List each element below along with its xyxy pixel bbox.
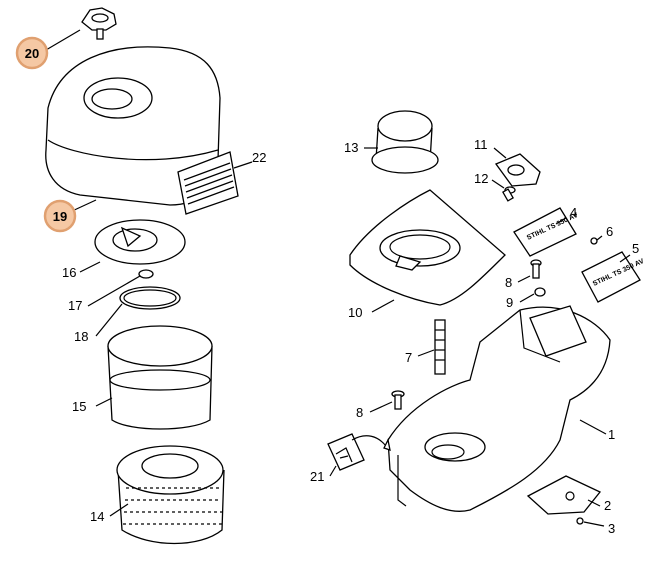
callout-17: 17 bbox=[68, 298, 82, 313]
housing-1-part bbox=[387, 305, 611, 512]
small-ring-part bbox=[138, 269, 154, 279]
callout-5: 5 bbox=[632, 241, 639, 256]
callout-16: 16 bbox=[62, 265, 76, 280]
callout-21: 21 bbox=[310, 469, 324, 484]
grille-decal-part bbox=[177, 151, 239, 215]
warning-decal-21-part bbox=[327, 433, 391, 471]
filter-plate-part bbox=[94, 219, 186, 265]
main-filter-part bbox=[116, 445, 225, 545]
callout-11: 11 bbox=[474, 137, 488, 152]
callout-8a: 8 bbox=[505, 275, 512, 290]
bracket-part bbox=[494, 153, 541, 187]
callout-7: 7 bbox=[405, 350, 412, 365]
highlight-20[interactable]: 20 bbox=[15, 36, 49, 70]
callout-22: 22 bbox=[252, 150, 266, 165]
washer-9-part bbox=[534, 287, 546, 297]
highlight-19[interactable]: 19 bbox=[43, 199, 77, 233]
callout-18: 18 bbox=[74, 329, 88, 344]
callout-14: 14 bbox=[90, 509, 104, 524]
callout-15: 15 bbox=[72, 399, 86, 414]
stud-7-part bbox=[434, 319, 446, 375]
callout-6: 6 bbox=[606, 224, 613, 239]
prefilter-sleeve-part bbox=[107, 325, 213, 430]
callout-9: 9 bbox=[506, 295, 513, 310]
screw-12-part bbox=[502, 186, 516, 202]
callout-8b: 8 bbox=[356, 405, 363, 420]
highlight-19-label: 19 bbox=[53, 209, 67, 224]
callout-13: 13 bbox=[344, 140, 358, 155]
o-ring-part bbox=[119, 286, 181, 310]
callout-2: 2 bbox=[604, 498, 611, 513]
callout-3: 3 bbox=[608, 521, 615, 536]
callout-1: 1 bbox=[608, 427, 615, 442]
screw-8a-part bbox=[530, 259, 542, 279]
knob-part bbox=[81, 7, 117, 40]
screw-3-part bbox=[576, 517, 584, 525]
base-plate-part bbox=[349, 189, 506, 306]
decal-5-part: STIHL TS 350 AV bbox=[581, 251, 645, 303]
callout-10: 10 bbox=[348, 305, 362, 320]
callout-12: 12 bbox=[474, 171, 488, 186]
plate-2-part bbox=[526, 475, 602, 515]
filter-cover-part bbox=[45, 46, 221, 206]
callout-4: 4 bbox=[570, 205, 577, 220]
highlight-20-label: 20 bbox=[25, 46, 39, 61]
decal-4-part: STIHL TS 350 AV bbox=[513, 207, 579, 257]
screw-8b-part bbox=[391, 390, 405, 410]
leader-lines bbox=[45, 29, 631, 527]
nut-6-part bbox=[590, 237, 598, 245]
filter-element-13-part bbox=[371, 110, 439, 174]
